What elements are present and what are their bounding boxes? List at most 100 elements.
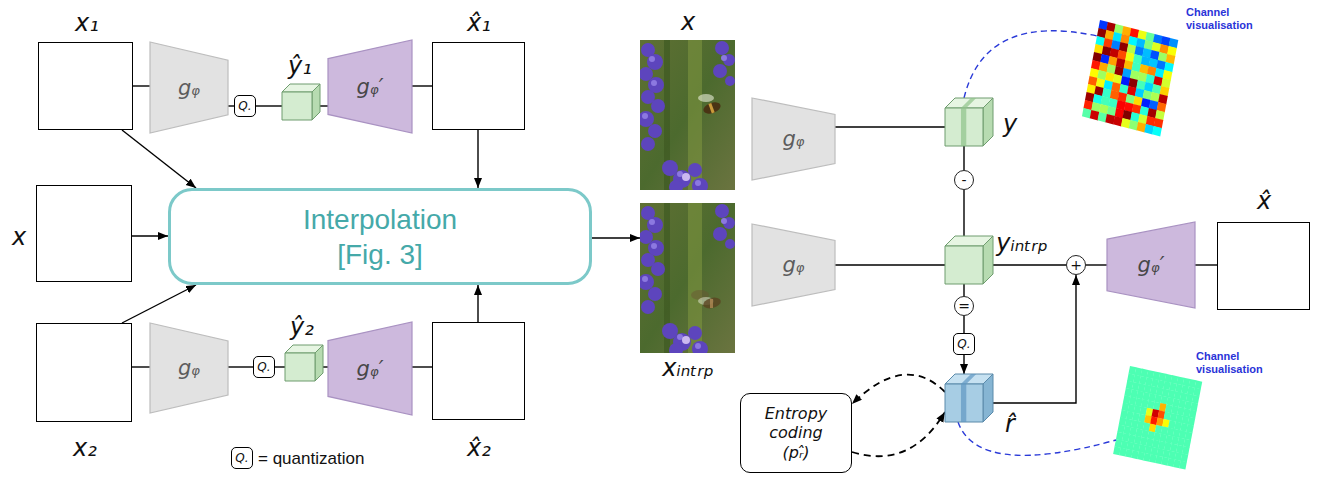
- image-box: x̂₂: [432, 322, 525, 420]
- latent-cube: y: [945, 98, 993, 146]
- channel-slice: [961, 374, 976, 384]
- cube-side: [315, 345, 323, 381]
- connector: [412, 85, 432, 86]
- node-text: Entropy coding: [748, 404, 844, 442]
- connector: [133, 85, 150, 86]
- leader-line: [964, 31, 1097, 98]
- math-label: yᵢₙₜᵣₚ: [996, 230, 1048, 256]
- math-label: x̂₁: [467, 10, 491, 36]
- connector: [132, 366, 150, 367]
- dashed-arrow: [852, 375, 945, 404]
- latent-cube: ŷ₂: [285, 345, 323, 381]
- connector: [412, 366, 432, 367]
- connector: [963, 355, 964, 374]
- operator-circle: +: [1066, 255, 1086, 275]
- legend-note: = quantization: [258, 449, 364, 469]
- math-label: r̂: [1005, 411, 1015, 437]
- visualisation-note: Channel visualisation: [1196, 350, 1268, 376]
- quantizer-box: Q.: [953, 333, 975, 355]
- connector: [132, 235, 168, 236]
- decoder-outline: [328, 322, 412, 415]
- image-box: x: [36, 185, 132, 282]
- cube-front: [945, 246, 983, 284]
- illustration-part: [640, 40, 735, 190]
- connector: [122, 285, 196, 323]
- math-label: ŷ₁: [288, 53, 312, 79]
- quantizer-box: Q.: [231, 447, 253, 469]
- connector: [963, 316, 964, 333]
- node-text: gᵩ: [782, 253, 804, 277]
- math-label: x: [12, 224, 26, 250]
- connector: [963, 146, 964, 170]
- heatmap-cell: [1152, 126, 1162, 136]
- node-text: =: [958, 299, 970, 313]
- node-text: gᵩ: [178, 356, 200, 380]
- node-text: (pᵣ̂): [783, 443, 810, 462]
- encoder-trapezoid: gᵩ: [150, 42, 228, 133]
- connector: [993, 264, 1066, 265]
- node-text: -: [961, 173, 966, 187]
- image-box: x̂: [1217, 222, 1310, 310]
- node-text: Q.: [957, 337, 970, 351]
- interpolation-box: Interpolation [Fig. 3]: [168, 188, 592, 285]
- latent-cube: ŷ₁: [282, 84, 320, 120]
- channel-slice: [961, 384, 966, 422]
- channel-heatmap: [1113, 366, 1202, 470]
- connector: [122, 130, 196, 188]
- shape-outline: [282, 84, 320, 120]
- math-label: x̂: [1257, 188, 1271, 214]
- connector: [592, 237, 640, 238]
- photo-original: [640, 40, 735, 190]
- photo-frame: xᵢₙₜᵣₚ: [640, 203, 735, 351]
- cube-side: [312, 84, 320, 120]
- quantizer-box: Q.: [253, 356, 275, 378]
- math-label: x₂: [73, 435, 97, 461]
- visualisation-note: Channel visualisation: [1186, 6, 1258, 32]
- illustration-part: [702, 296, 722, 310]
- photo-interpolated: [640, 203, 735, 353]
- node-text: Interpolation [Fig. 3]: [275, 202, 485, 272]
- cube-front: [282, 92, 312, 120]
- node-text: gᵩ: [178, 76, 200, 100]
- decoder-trapezoid: gᵩ′: [1107, 222, 1195, 308]
- connector: [1195, 264, 1217, 265]
- illustration-part: [698, 94, 714, 102]
- math-label: x₁: [75, 10, 99, 36]
- photo-frame: x: [640, 40, 735, 190]
- node-text: gᵩ′: [357, 75, 384, 99]
- encoder-trapezoid: gᵩ: [752, 98, 835, 180]
- node-text: Q.: [257, 360, 270, 374]
- connector: [256, 105, 282, 106]
- connector: [275, 366, 285, 367]
- channel-slice: [961, 108, 966, 146]
- encoder-trapezoid: gᵩ: [752, 224, 835, 306]
- math-label: y: [1003, 111, 1017, 137]
- cube-side: [983, 98, 993, 146]
- connector: [477, 130, 478, 188]
- image-box: x₁: [38, 42, 133, 130]
- operator-circle: -: [954, 170, 974, 190]
- cube-side: [983, 236, 993, 284]
- math-label: x̂₂: [467, 435, 491, 461]
- connector: [963, 284, 964, 296]
- node-text: gᵩ′: [1138, 253, 1165, 277]
- math-label: ŷ₂: [290, 314, 314, 340]
- shape-outline: [945, 236, 993, 284]
- connector: [835, 126, 945, 127]
- encoder-outline: [752, 224, 835, 306]
- connector: [963, 190, 964, 236]
- connector: [477, 285, 478, 322]
- node-text: Q.: [235, 451, 248, 465]
- channel-heatmap: [1082, 20, 1178, 136]
- cube-side: [983, 374, 993, 422]
- node-text: +: [1070, 258, 1082, 272]
- illustration-part: [640, 203, 735, 353]
- illustration-part: [710, 299, 713, 308]
- decoder-trapezoid: gᵩ′: [328, 40, 412, 133]
- connector: [323, 366, 328, 367]
- residual-cube: r̂: [945, 374, 993, 422]
- node-text: Q.: [238, 99, 251, 113]
- shape-outline: [285, 345, 323, 381]
- shape-outline: [945, 374, 993, 422]
